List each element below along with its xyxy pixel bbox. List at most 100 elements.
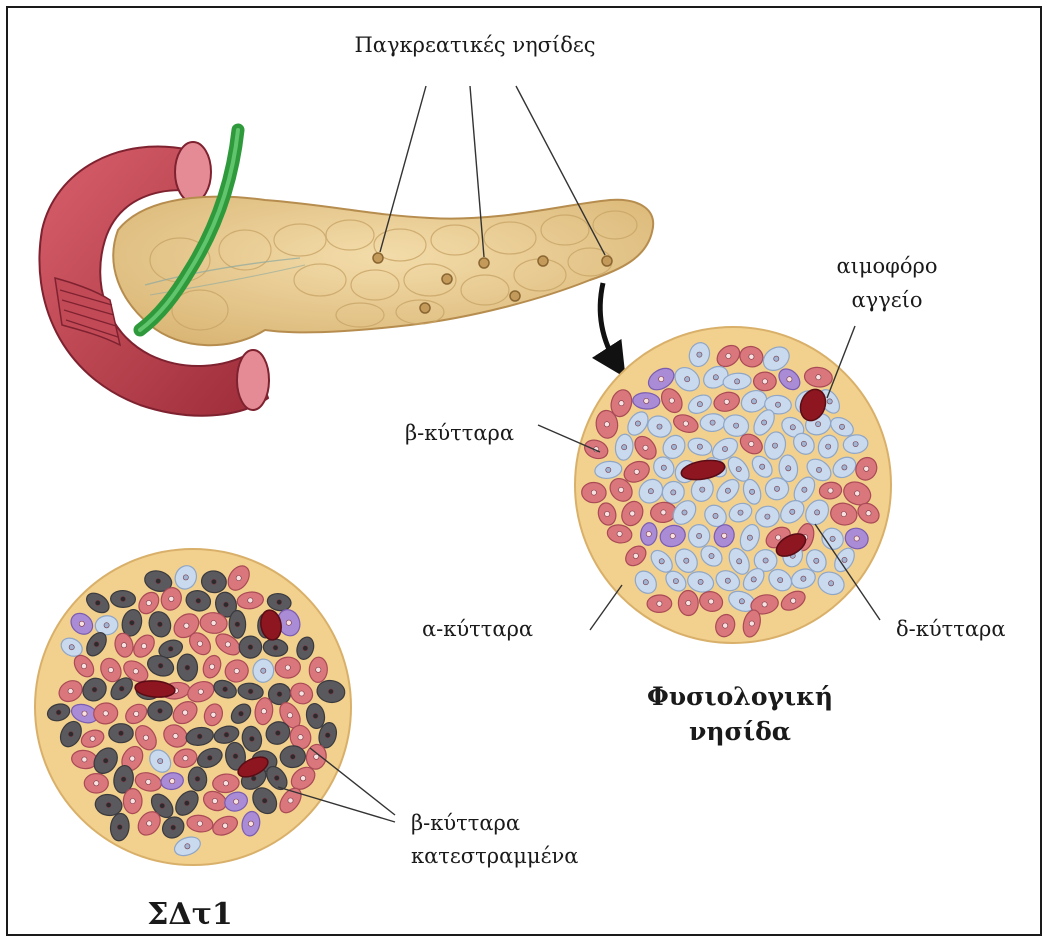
cell-nucleus <box>169 596 174 601</box>
t1d-islet <box>35 549 351 865</box>
cell-nucleus <box>225 642 230 647</box>
cell-nucleus <box>108 667 113 672</box>
t1d-label: ΣΔτ1 <box>147 897 233 932</box>
cell-nucleus <box>762 420 767 425</box>
cell-nucleus <box>94 642 99 647</box>
cell-nucleus <box>171 825 176 830</box>
cell-nucleus <box>790 509 795 514</box>
cell-nucleus <box>815 510 820 515</box>
cell-nucleus <box>158 663 163 668</box>
cell-nucleus <box>622 445 627 450</box>
cell-nucleus <box>130 799 135 804</box>
cell-nucleus <box>816 375 821 380</box>
cell-nucleus <box>827 399 832 404</box>
cell-nucleus <box>184 801 189 806</box>
cell-nucleus <box>197 641 202 646</box>
cell-nucleus <box>301 776 306 781</box>
cell-nucleus <box>709 553 714 558</box>
cell-nucleus <box>786 466 791 471</box>
cell-nucleus <box>134 711 139 716</box>
cell-nucleus <box>286 620 291 625</box>
cell-nucleus <box>670 533 675 538</box>
cell-nucleus <box>183 575 188 580</box>
cell-nucleus <box>762 602 767 607</box>
cell-nucleus <box>725 578 730 583</box>
normal-islet-label-line1: Φυσιολογική <box>647 682 833 711</box>
cell-nucleus <box>249 736 254 741</box>
cell-nucleus <box>106 802 111 807</box>
cell-nucleus <box>118 731 123 736</box>
cell-nucleus <box>287 713 292 718</box>
destroyed-beta-label-line1: β-κύτταρα <box>411 811 520 835</box>
cell-nucleus <box>274 775 279 780</box>
cell-nucleus <box>842 557 847 562</box>
cell-nucleus <box>212 798 217 803</box>
cell-nucleus <box>146 779 151 784</box>
cell-nucleus <box>686 600 691 605</box>
cell-nucleus <box>734 423 739 428</box>
cell-nucleus <box>157 622 162 627</box>
cell-nucleus <box>826 444 831 449</box>
cell-nucleus <box>68 689 73 694</box>
cell-nucleus <box>735 379 740 384</box>
cell-nucleus <box>659 559 664 564</box>
cell-nucleus <box>816 422 821 427</box>
cell-nucleus <box>275 730 280 735</box>
cell-nucleus <box>183 756 188 761</box>
cell-nucleus <box>671 490 676 495</box>
blood-vessel-label-line1: αιμοφόρο <box>836 254 937 278</box>
cell-nucleus <box>722 533 727 538</box>
cell-nucleus <box>129 620 134 625</box>
cell-nucleus <box>778 578 783 583</box>
cell-nucleus <box>207 755 212 760</box>
cell-nucleus <box>787 377 792 382</box>
cell-nucleus <box>223 602 228 607</box>
cell-nucleus <box>673 579 678 584</box>
cell-nucleus <box>633 553 638 558</box>
cell-nucleus <box>791 598 796 603</box>
cell-nucleus <box>698 579 703 584</box>
islets-label: Παγκρεατικές νησίδες <box>354 33 595 57</box>
delta-cells-label: δ-κύτταρα <box>896 617 1006 641</box>
cell-nucleus <box>724 399 729 404</box>
cell-nucleus <box>630 511 635 516</box>
cell-nucleus <box>866 511 871 516</box>
cell-nucleus <box>185 665 190 670</box>
cell-nucleus <box>747 535 752 540</box>
cell-nucleus <box>697 444 702 449</box>
cell-nucleus <box>156 579 161 584</box>
cell-nucleus <box>790 425 795 430</box>
cell-nucleus <box>726 353 731 358</box>
cell-nucleus <box>839 424 844 429</box>
cell-nucleus <box>277 692 282 697</box>
cell-nucleus <box>209 664 214 669</box>
cell-nucleus <box>236 576 241 581</box>
cell-nucleus <box>184 623 189 628</box>
cell-nucleus <box>661 465 666 470</box>
cell-nucleus <box>121 777 126 782</box>
cell-nucleus <box>682 510 687 515</box>
normal-islet-label-line2: νησίδα <box>689 717 791 746</box>
cell-nucleus <box>69 645 74 650</box>
cell-nucleus <box>763 558 768 563</box>
cell-nucleus <box>248 821 253 826</box>
cell-nucleus <box>697 352 702 357</box>
cell-nucleus <box>234 668 239 673</box>
duodenum-lower-opening <box>237 350 269 410</box>
cell-nucleus <box>617 531 622 536</box>
cell-nucleus <box>197 734 202 739</box>
cell-nucleus <box>775 402 780 407</box>
cell-nucleus <box>725 488 730 493</box>
cell-nucleus <box>79 621 84 626</box>
cell-nucleus <box>223 687 228 692</box>
cell-nucleus <box>290 754 295 759</box>
cell-nucleus <box>816 467 821 472</box>
cell-nucleus <box>104 623 109 628</box>
cell-nucleus <box>657 601 662 606</box>
cell-nucleus <box>760 464 765 469</box>
cell-nucleus <box>94 781 99 786</box>
cell-nucleus <box>143 735 148 740</box>
cell-nucleus <box>224 732 229 737</box>
cell-nucleus <box>56 710 61 715</box>
cell-nucleus <box>196 598 201 603</box>
